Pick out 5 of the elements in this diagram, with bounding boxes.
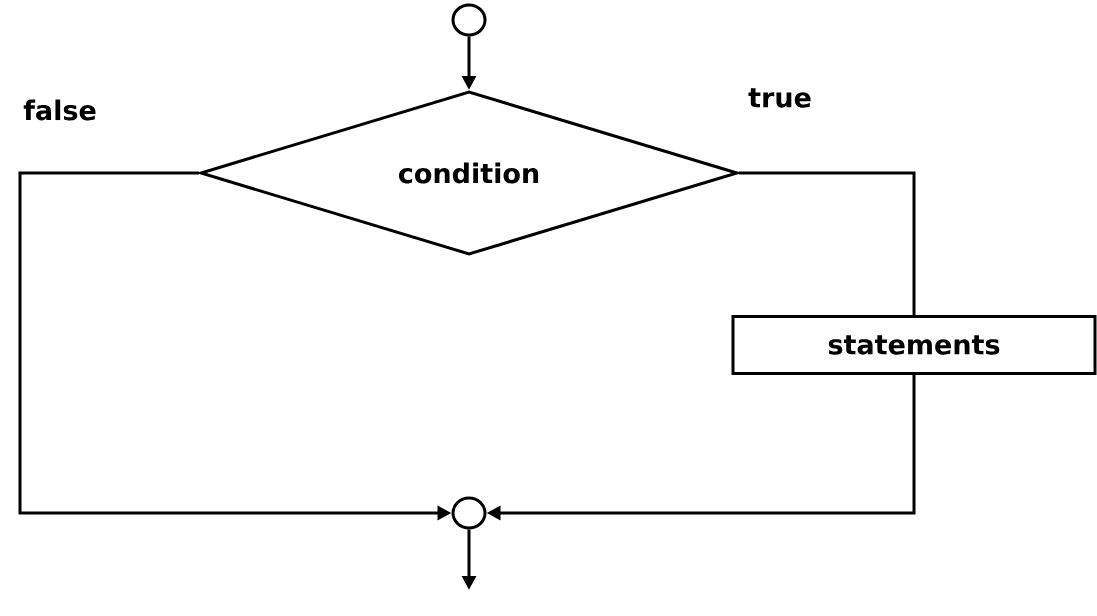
process-box: statements [731,315,1097,375]
edge-label: true [747,87,813,109]
connector-circle [451,3,487,37]
connector-circle [451,496,487,530]
edge-label: false [22,98,98,122]
